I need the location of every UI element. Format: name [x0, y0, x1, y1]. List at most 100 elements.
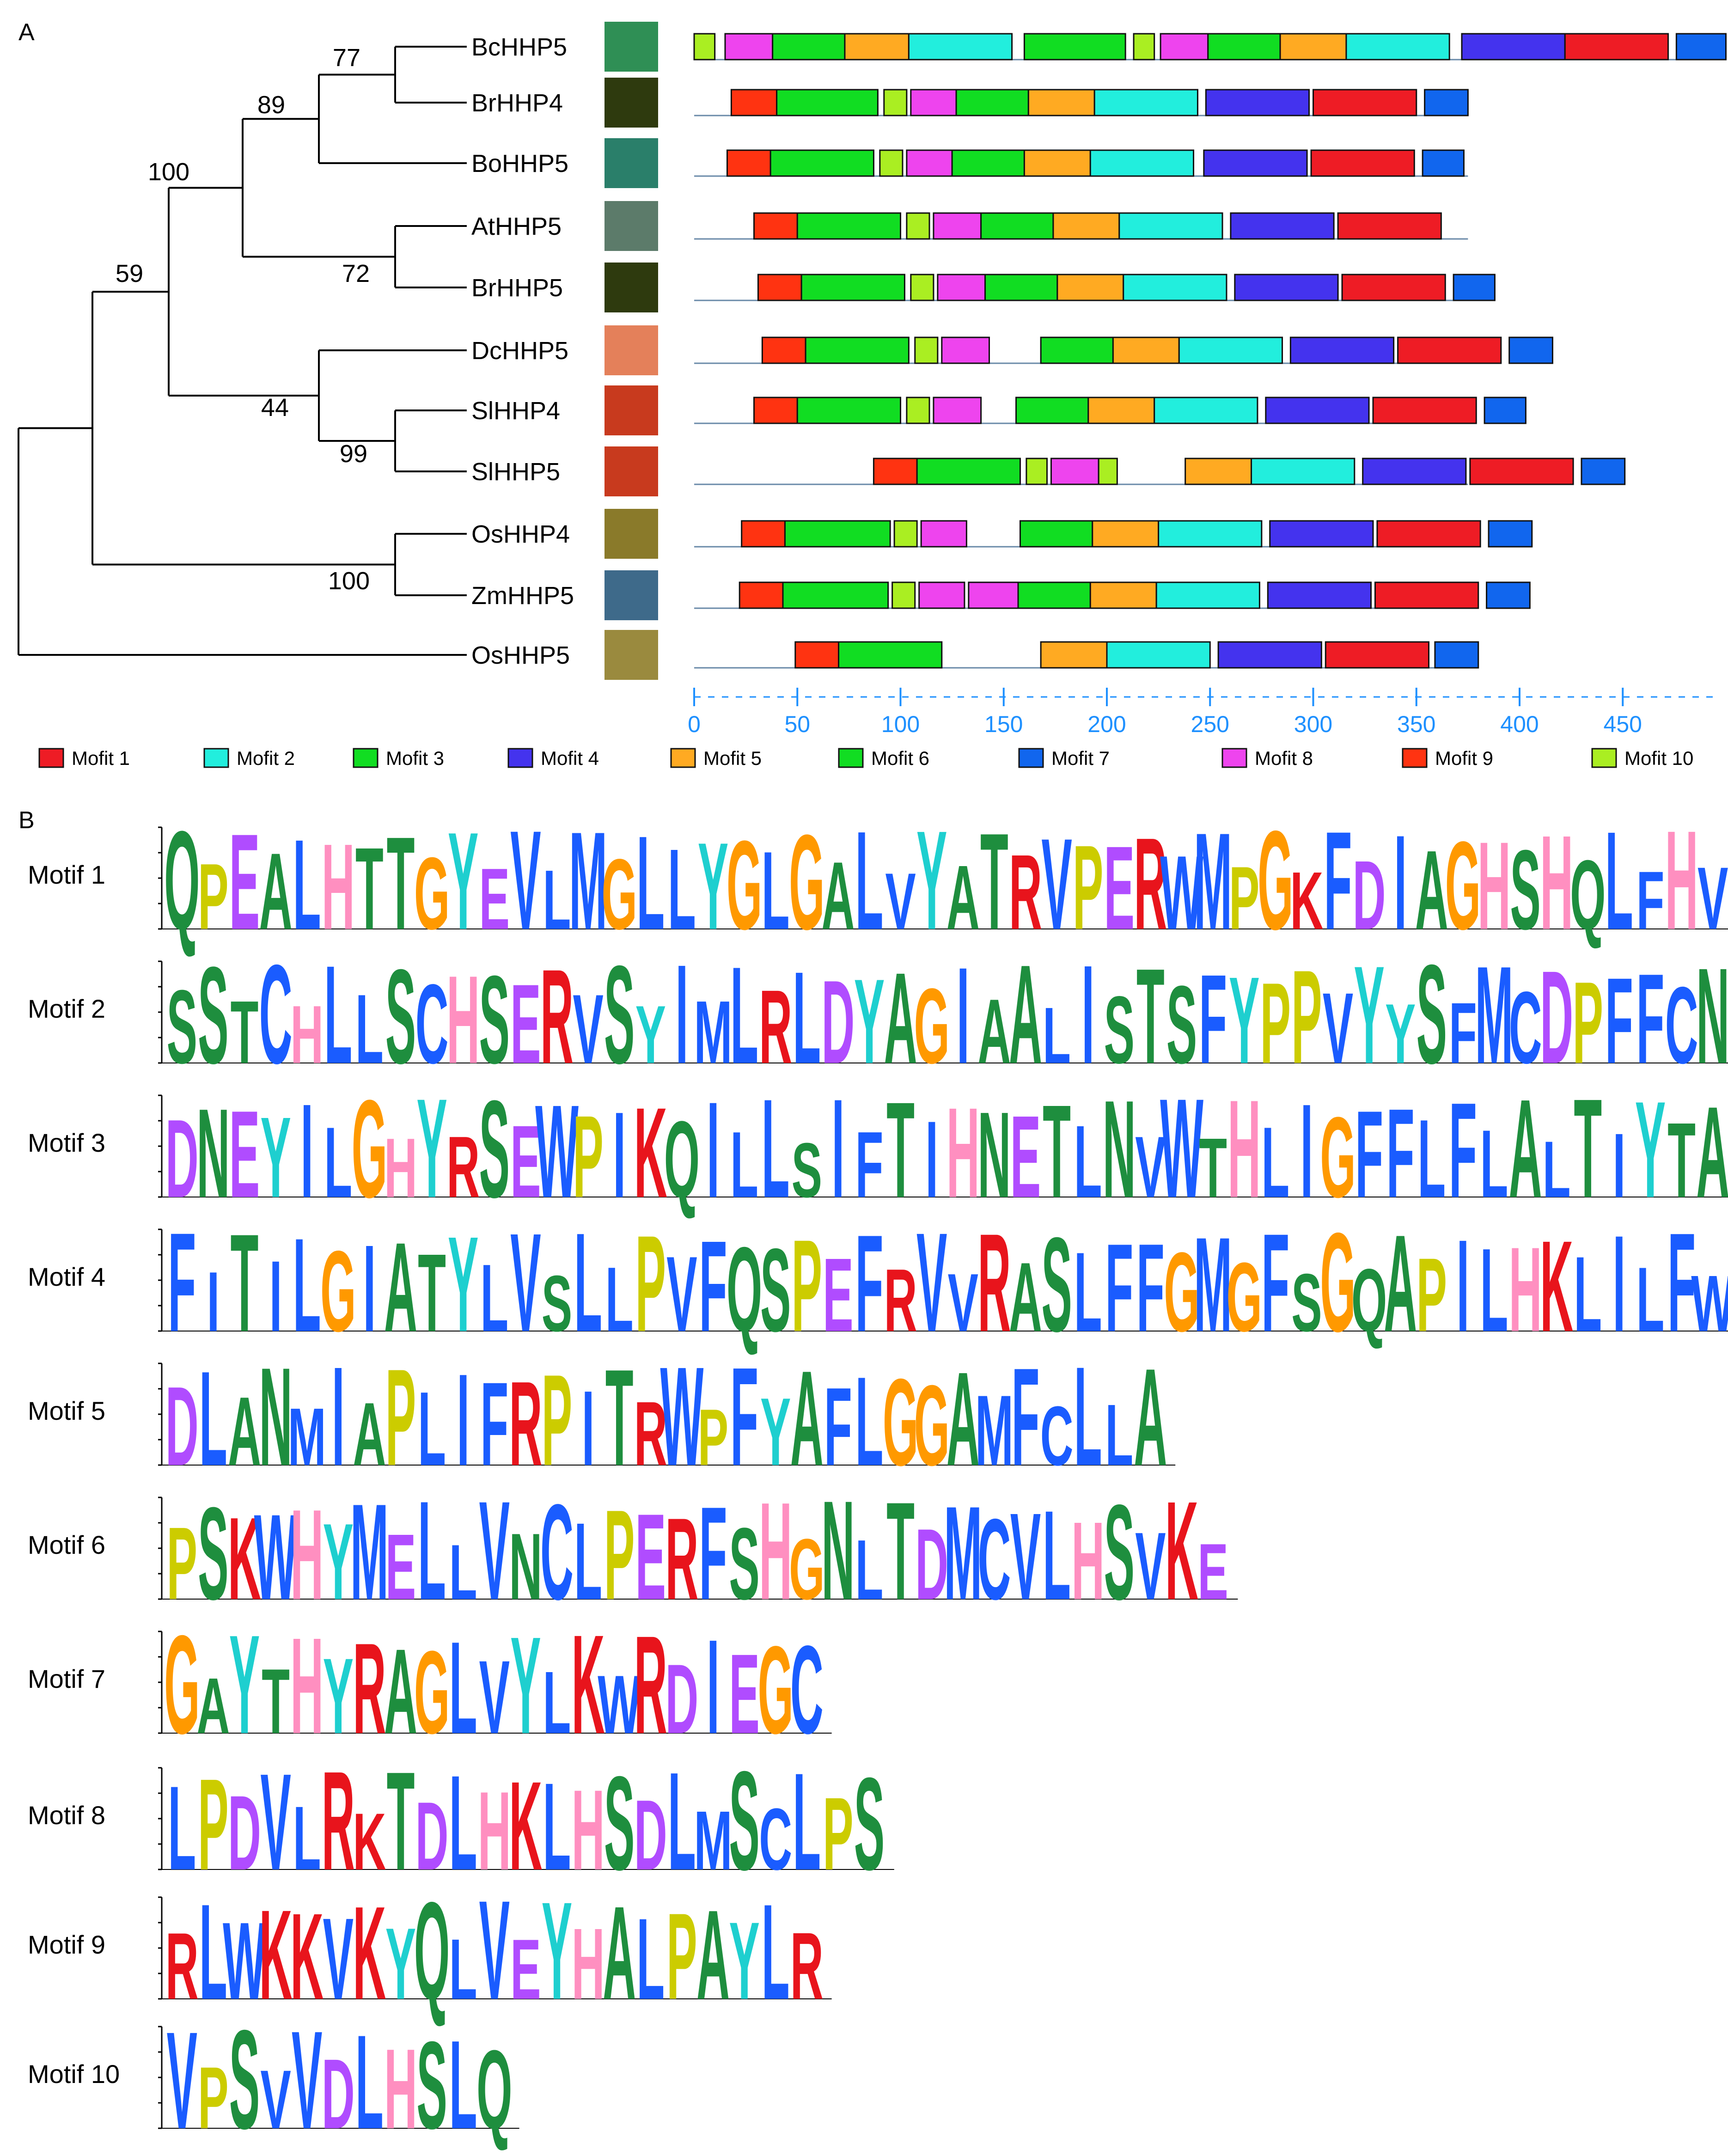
logo-residue: T	[1136, 957, 1165, 1091]
motif-box	[910, 274, 934, 301]
motif-logo-label: Motif 3	[28, 1128, 106, 1157]
logo-residue: F	[730, 1359, 758, 1493]
motif-box	[1092, 520, 1160, 548]
logo-residue: G	[1227, 1243, 1262, 1352]
motif-box	[724, 33, 774, 61]
motif-box	[1040, 336, 1114, 364]
logo-residue: E	[229, 823, 260, 957]
logo-residue: I	[613, 1091, 626, 1223]
logo-residue: Y	[260, 1094, 291, 1222]
logo-residue: F	[1636, 854, 1665, 947]
logo-residue: F	[855, 1112, 884, 1217]
motif-box	[918, 581, 965, 609]
logo-residue: Y	[760, 1378, 791, 1486]
logo-residue: A	[822, 842, 855, 950]
logo-residue: T	[886, 1493, 915, 1627]
logo-residue: P	[604, 1493, 635, 1627]
motif-box	[1023, 33, 1126, 61]
logo-residue: A	[946, 847, 980, 949]
logo-residue: Y	[1229, 957, 1259, 1089]
logo-residue: H	[1509, 1225, 1542, 1357]
logo-residue: G	[352, 1091, 387, 1225]
logo-residue: D	[228, 1773, 261, 1892]
taxon-label: BoHHP5	[471, 150, 568, 177]
motif-logo-label: Motif 2	[28, 994, 106, 1023]
logo-residue: L	[574, 1225, 602, 1359]
taxon-label: BcHHP5	[471, 33, 567, 61]
logo-residue: T	[1574, 1091, 1602, 1225]
logo-residue: K	[634, 1091, 667, 1225]
motif-box	[1508, 336, 1553, 364]
logo-residue: L	[1074, 1229, 1102, 1356]
legend-swatch	[507, 748, 533, 768]
logo-residue: A	[1509, 1091, 1542, 1225]
logo-residue: V	[510, 1225, 541, 1359]
logo-residue: W	[1160, 834, 1203, 952]
legend-label: Mofit 4	[541, 747, 599, 769]
motif-box	[1374, 581, 1479, 609]
motif-box	[1453, 274, 1496, 301]
logo-residue: S	[542, 1259, 572, 1348]
logo-residue: K	[259, 1893, 293, 2027]
logo-residue: E	[1010, 1091, 1041, 1222]
species-photo	[604, 22, 658, 72]
logo-residue: I	[269, 1240, 282, 1353]
species-photo	[604, 78, 658, 128]
logo-residue: A	[696, 1893, 730, 2026]
logo-residue: M	[350, 1493, 389, 1627]
logo-residue: E	[510, 961, 541, 1087]
logo-residue: A	[603, 1893, 636, 2027]
logo-residue: I	[707, 1091, 720, 1225]
logo-residue: F	[1449, 984, 1477, 1081]
logo-residue: H	[1665, 823, 1698, 957]
motif-box	[1106, 641, 1211, 669]
taxon-label: OsHHP5	[471, 641, 570, 669]
logo-residue: R	[165, 1913, 199, 2019]
motif-logo-label: Motif 5	[28, 1396, 106, 1425]
logo-residue: S	[479, 1091, 510, 1225]
logo-residue: L	[293, 1787, 321, 1889]
logo-residue: Y	[698, 823, 728, 955]
logo-residue: T	[355, 823, 384, 954]
logo-residue: C	[1040, 1389, 1074, 1484]
motif-box	[1269, 520, 1374, 548]
motif-box	[955, 89, 1029, 116]
logo-residue: F	[699, 1493, 727, 1627]
motif-box	[844, 33, 910, 61]
logo-residue: K	[1165, 1493, 1198, 1627]
logo-residue: D	[666, 1644, 699, 1755]
logo-residue: H	[572, 1766, 605, 1894]
logo-residue: L	[449, 1627, 477, 1761]
logo-residue: P	[1260, 959, 1291, 1087]
motif-box	[1325, 641, 1430, 669]
logo-residue: A	[259, 831, 293, 953]
legend-label: Mofit 10	[1624, 747, 1693, 769]
taxon-label: SlHHP4	[471, 397, 560, 425]
motif-box	[1581, 458, 1626, 485]
logo-residue: T	[262, 1650, 290, 1753]
logo-residue: I	[1301, 1091, 1313, 1225]
motif-box	[1230, 212, 1335, 240]
taxon-label: BrHHP5	[471, 274, 563, 302]
taxon-label: DcHHP5	[471, 337, 568, 365]
logo-residue: G	[602, 838, 637, 950]
motif-box	[1362, 458, 1467, 485]
logo-residue: F	[824, 1365, 852, 1489]
logo-residue: M	[694, 1794, 733, 1887]
logo-residue: H	[759, 1493, 792, 1627]
logo-residue: L	[168, 1763, 196, 1895]
logo-residue: I	[1457, 1225, 1470, 1359]
motif-box	[1207, 33, 1281, 61]
logo-residue: G	[758, 1627, 794, 1760]
legend-swatch	[203, 748, 229, 768]
species-photo	[604, 446, 658, 496]
logo-residue: V	[1135, 1513, 1166, 1620]
logo-residue: S	[1166, 963, 1197, 1087]
motif-box	[757, 274, 802, 301]
logo-residue: G	[789, 1521, 824, 1618]
logo-residue: N	[197, 1091, 230, 1224]
scale-axis-label: 400	[1500, 711, 1539, 737]
logo-residue: R	[1134, 823, 1167, 957]
